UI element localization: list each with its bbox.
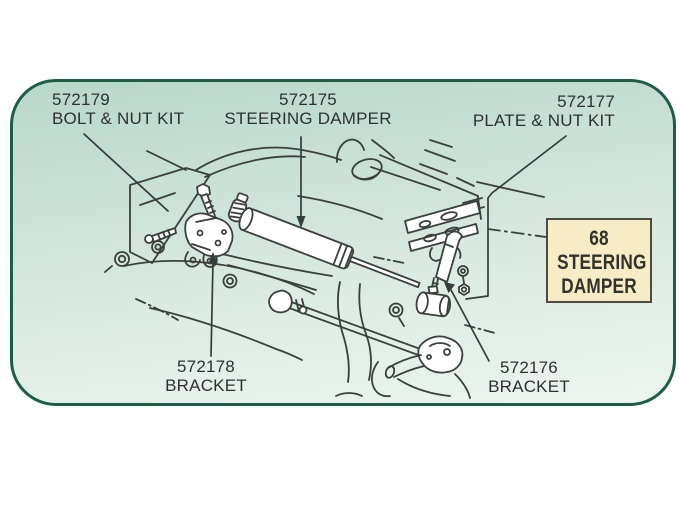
section-number: 68 <box>589 227 609 250</box>
part-name: STEERING DAMPER <box>224 109 392 128</box>
section-title-line1: STEERING <box>557 251 647 274</box>
part-label-steering-damper: 572175 STEERING DAMPER <box>213 90 403 128</box>
section-badge: 68 STEERING DAMPER <box>546 218 652 303</box>
section-title-line2: DAMPER <box>561 275 637 298</box>
part-number: 572179 <box>52 90 110 109</box>
part-number: 572175 <box>279 90 337 109</box>
part-label-plate-nut-kit: 572177 PLATE & NUT KIT <box>455 92 615 130</box>
part-label-bracket-right: 572176 BRACKET <box>469 358 589 396</box>
part-number: 572178 <box>177 357 235 376</box>
part-label-bolt-nut-kit: 572179 BOLT & NUT KIT <box>52 90 184 128</box>
part-number: 572176 <box>500 358 558 377</box>
part-name: PLATE & NUT KIT <box>472 111 615 130</box>
part-name: BRACKET <box>165 376 247 395</box>
part-label-bracket-left: 572178 BRACKET <box>146 357 266 395</box>
part-number: 572177 <box>557 92 615 111</box>
part-name: BRACKET <box>488 377 570 396</box>
part-name: BOLT & NUT KIT <box>52 109 185 128</box>
